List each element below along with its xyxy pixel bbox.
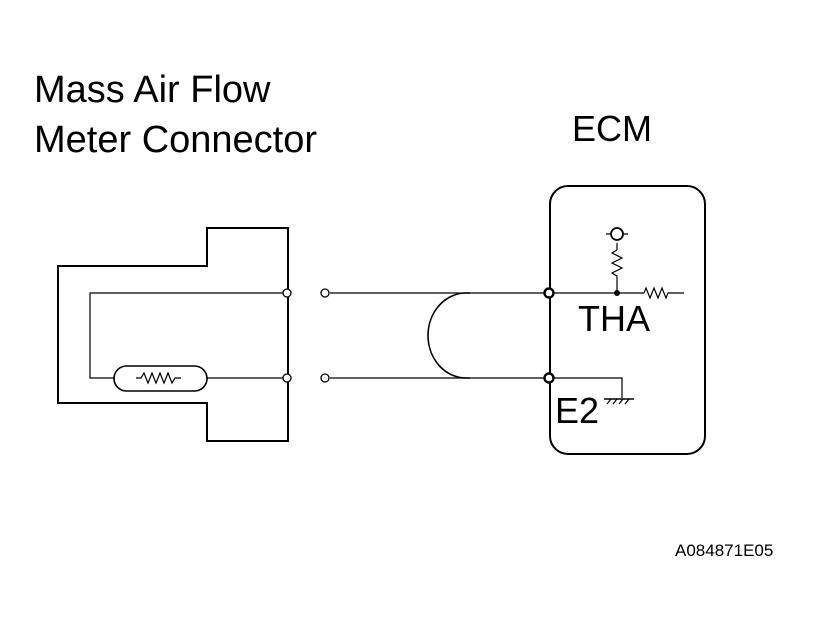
ecm-label: ECM	[572, 108, 652, 149]
wire-shield-bracket	[427, 292, 470, 379]
ecm-terminal-tha	[543, 287, 555, 299]
ecm-box	[549, 185, 706, 455]
thermistor-resistor-icon	[136, 371, 181, 385]
tha-terminal-label: THA	[578, 298, 650, 339]
ecm-vertical-resistor-icon	[610, 249, 624, 293]
ecm-terminal-e2	[543, 372, 555, 384]
harness-pin-1	[320, 288, 330, 298]
ecm-vcc-terminal-icon	[610, 227, 624, 241]
ecm-e2-ground-wire	[549, 377, 623, 398]
ground-hatch-3	[618, 398, 624, 405]
sensor-internal-wire-top	[89, 292, 286, 379]
intake-air-temp-sensor-capsule	[113, 365, 208, 392]
mass-air-flow-connector-body	[57, 227, 289, 442]
ecm-junction-dot	[614, 290, 620, 296]
connector-pin-1	[282, 288, 292, 298]
e2-terminal-label: E2	[555, 390, 600, 431]
ecm-pullup-resistor-icon	[643, 286, 684, 300]
figure-code: A084871E05	[675, 541, 774, 560]
ground-hatch-4	[624, 398, 630, 405]
harness-pin-2	[320, 373, 330, 383]
connector-title-line-1: Mass Air Flow	[34, 69, 271, 111]
ground-hatch-2	[612, 398, 618, 405]
connector-pin-2	[282, 373, 292, 383]
connector-title-line-2: Meter Connector	[34, 119, 318, 161]
ground-hatch-1	[606, 398, 612, 405]
